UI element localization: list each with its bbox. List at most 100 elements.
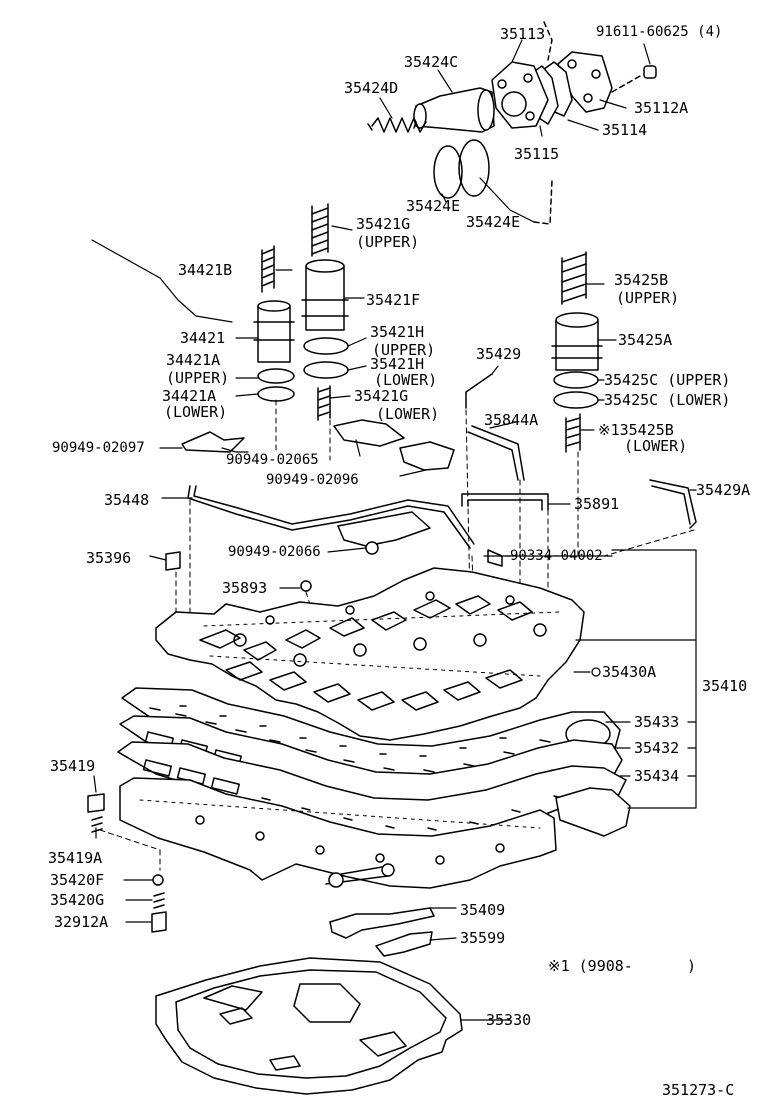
label-35421g-lower: 35421G xyxy=(354,387,409,405)
label-35891: 35891 xyxy=(574,495,620,513)
label-35420g: 35420G xyxy=(50,891,105,909)
valve-body-35410 xyxy=(155,567,585,741)
accumulator-piston-35421f xyxy=(301,259,349,331)
label-35421h-lower: 35421H xyxy=(370,355,425,373)
bracket-90949-02096 xyxy=(399,441,455,471)
label-35599: 35599 xyxy=(460,929,506,947)
bracket-90949-02065 xyxy=(333,419,405,447)
accumulator-piston-35424c xyxy=(413,87,495,133)
tube-35429a xyxy=(649,479,697,529)
label-35424c: 35424C xyxy=(404,53,459,71)
spring-35421g-upper xyxy=(311,203,329,257)
label-35425c-upper: 35425C (UPPER) xyxy=(604,371,731,389)
label-35419a: 35419A xyxy=(48,849,103,867)
label-35421f: 35421F xyxy=(366,291,421,309)
date-note: ※1 (9908- ) xyxy=(548,957,697,975)
accumulator-piston-34421 xyxy=(253,300,295,363)
label-35114: 35114 xyxy=(602,121,648,139)
label-35421g-lower-note: (LOWER) xyxy=(376,405,440,423)
label-90949-02065: 90949-02065 xyxy=(226,452,319,468)
spring-35420g xyxy=(153,892,165,909)
o-rings-35424e xyxy=(433,139,490,199)
label-35429a: 35429A xyxy=(696,481,751,499)
accumulator-piston-35425a xyxy=(551,312,603,371)
label-90949-02096: 90949-02096 xyxy=(266,472,359,488)
detent-spring-35409 xyxy=(329,907,435,939)
label-35424e-right: 35424E xyxy=(466,213,521,231)
spring-35425b-upper xyxy=(561,251,587,305)
label-34421: 34421 xyxy=(180,329,226,347)
label-35429: 35429 xyxy=(476,345,522,363)
bolt-90949-02066 xyxy=(365,541,379,555)
label-35425b-lower-note: (LOWER) xyxy=(624,437,688,455)
label-34421a-upper: 34421A xyxy=(166,351,221,369)
diagram-id: 351273-C xyxy=(662,1081,735,1099)
label-35893: 35893 xyxy=(222,579,268,597)
leader-lines xyxy=(93,39,697,1021)
plug-35396 xyxy=(165,551,181,571)
spring-35424d xyxy=(367,117,427,133)
label-34421a-lower: 34421A xyxy=(162,387,217,405)
lower-valve-body xyxy=(119,777,557,889)
label-34421a-upper-note: (UPPER) xyxy=(166,369,230,387)
label-35115: 35115 xyxy=(514,145,560,163)
label-35434: 35434 xyxy=(634,767,680,785)
label-90949-02097: 90949-02097 xyxy=(52,440,145,456)
ball-35893 xyxy=(300,580,312,592)
label-35425b-upper: 35425B xyxy=(614,271,669,289)
label-35421h-upper: 35421H xyxy=(370,323,425,341)
label-90949-02066: 90949-02066 xyxy=(228,544,321,560)
o-rings-34421a xyxy=(257,368,295,402)
label-35112a: 35112A xyxy=(634,99,689,117)
bracket-90949-02097 xyxy=(181,431,245,453)
label-35421h-upper-note: (UPPER) xyxy=(372,341,436,359)
leader-upper-dashed xyxy=(533,179,553,225)
label-35844a: 35844A xyxy=(484,411,539,429)
tube-35844a xyxy=(467,425,525,481)
label-34421b: 34421B xyxy=(178,261,233,279)
label-34421a-lower-note: (LOWER) xyxy=(164,403,228,421)
plug-32912a xyxy=(151,911,167,933)
label-35448: 35448 xyxy=(104,491,150,509)
label-35425b-upper-note: (UPPER) xyxy=(616,289,680,307)
label-35433: 35433 xyxy=(634,713,680,731)
label-35419: 35419 xyxy=(50,757,96,775)
label-35424e-left: 35424E xyxy=(406,197,461,215)
label-35421g-upper-note: (UPPER) xyxy=(356,233,420,251)
o-rings-35421h xyxy=(303,337,349,379)
label-35330: 35330 xyxy=(486,1011,532,1029)
ball-35420f xyxy=(152,874,164,886)
label-35409: 35409 xyxy=(460,901,506,919)
spring-34421b xyxy=(261,245,275,293)
tube-35891 xyxy=(461,493,549,511)
label-35410: 35410 xyxy=(702,677,748,695)
spring-35425b-lower xyxy=(565,413,581,453)
label-32912a: 32912A xyxy=(54,913,109,931)
oil-pan-35330 xyxy=(155,957,463,1095)
label-35432: 35432 xyxy=(634,739,680,757)
plate-90949-02066 xyxy=(337,511,431,547)
label-35421g-upper: 35421G xyxy=(356,215,411,233)
label-35113: 35113 xyxy=(500,25,546,43)
pin-35429 xyxy=(465,373,493,409)
stud-90334-04002 xyxy=(487,549,503,567)
label-35424d: 35424D xyxy=(344,79,399,97)
plug-35419 xyxy=(87,793,105,813)
label-35425b-lower: ※135425B xyxy=(598,421,674,439)
o-rings-35425c xyxy=(553,371,599,409)
label-35421h-lower-note: (LOWER) xyxy=(374,371,438,389)
spring-35421g-lower xyxy=(317,385,331,421)
label-35420f: 35420F xyxy=(50,871,105,889)
label-90334-04002: 90334-04002 xyxy=(510,548,603,564)
plate-35599 xyxy=(375,931,433,957)
label-35430a: 35430A xyxy=(602,663,657,681)
leader-long-diagonal xyxy=(91,239,233,323)
cover-plate-right xyxy=(555,787,631,837)
tube-35448 xyxy=(187,485,475,549)
spring-35419a xyxy=(91,816,103,833)
solenoid-plate-assembly xyxy=(491,21,657,129)
label-35425a: 35425A xyxy=(618,331,673,349)
label-35396: 35396 xyxy=(86,549,132,567)
